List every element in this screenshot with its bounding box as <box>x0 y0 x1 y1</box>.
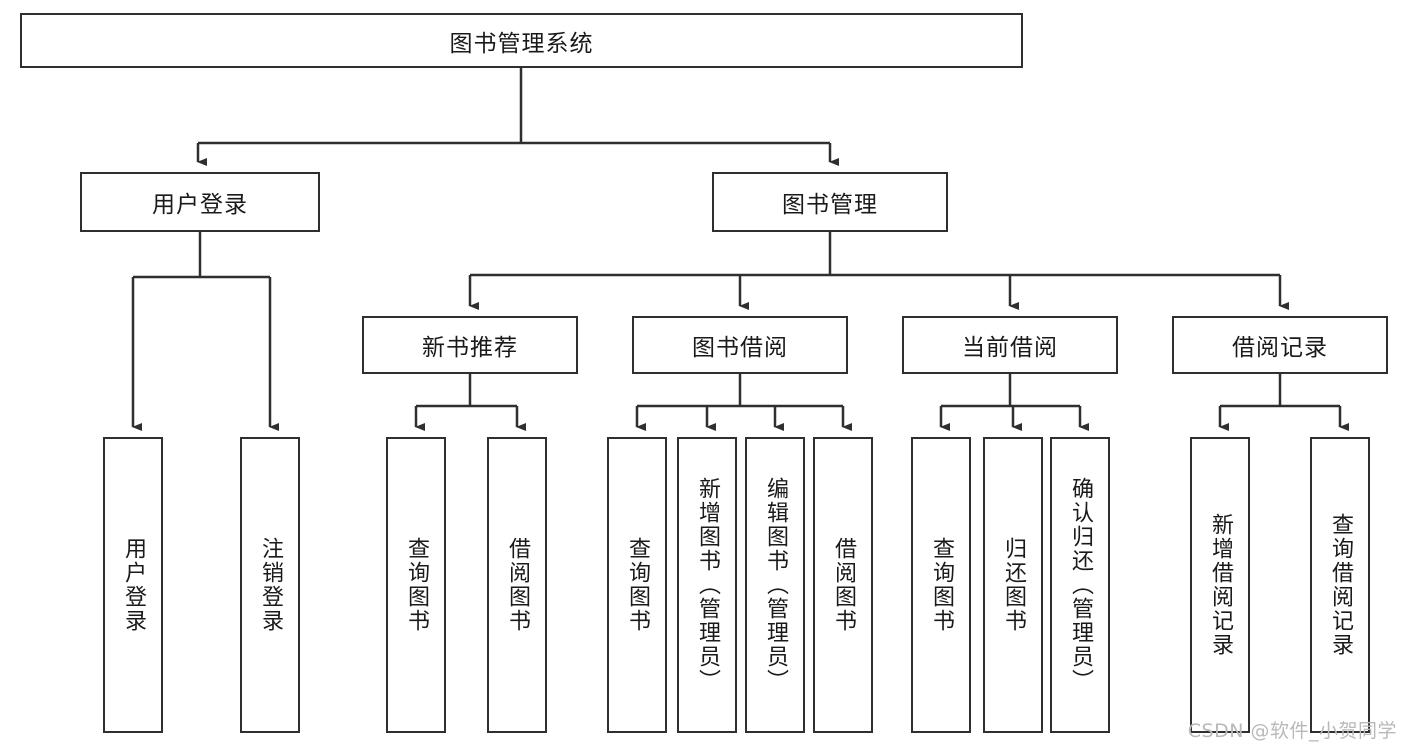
node-leaf-user-login-label: 用户登录 <box>120 537 146 633</box>
node-leaf-edit-book-label: 编辑图书（管理员） <box>762 477 788 693</box>
node-leaf-query-book-2-label: 查询图书 <box>624 537 650 633</box>
node-leaf-query-book-1-label: 查询图书 <box>403 537 429 633</box>
node-borrow-record-label: 借阅记录 <box>1232 335 1328 361</box>
node-root-label: 图书管理系统 <box>449 30 594 57</box>
node-borrow-record[interactable]: 借阅记录 <box>1172 316 1388 374</box>
csdn-watermark: CSDN @软件_小贺同学 <box>1187 720 1397 742</box>
node-book-borrow-label: 图书借阅 <box>692 335 788 361</box>
node-leaf-add-record[interactable]: 新增借阅记录 <box>1190 437 1250 733</box>
node-leaf-return-book-label: 归还图书 <box>1000 537 1026 633</box>
node-leaf-borrow-book-2-label: 借阅图书 <box>830 537 856 633</box>
node-leaf-add-book[interactable]: 新增图书（管理员） <box>677 437 737 733</box>
node-current-borrow[interactable]: 当前借阅 <box>902 316 1118 374</box>
node-current-borrow-label: 当前借阅 <box>962 335 1058 361</box>
node-leaf-add-record-label: 新增借阅记录 <box>1207 513 1233 657</box>
node-leaf-edit-book[interactable]: 编辑图书（管理员） <box>745 437 805 733</box>
node-book-manage[interactable]: 图书管理 <box>712 172 948 232</box>
node-leaf-logout[interactable]: 注销登录 <box>240 437 300 733</box>
node-leaf-user-login[interactable]: 用户登录 <box>103 437 163 733</box>
node-root[interactable]: 图书管理系统 <box>20 13 1023 68</box>
node-leaf-add-book-label: 新增图书（管理员） <box>694 477 720 693</box>
node-leaf-logout-label: 注销登录 <box>257 537 283 633</box>
node-user-login[interactable]: 用户登录 <box>80 172 320 232</box>
node-leaf-query-book-3[interactable]: 查询图书 <box>911 437 971 733</box>
node-book-manage-label: 图书管理 <box>782 192 878 218</box>
node-leaf-borrow-book-2[interactable]: 借阅图书 <box>813 437 873 733</box>
node-user-login-label: 用户登录 <box>152 192 248 218</box>
node-leaf-confirm-return[interactable]: 确认归还（管理员） <box>1050 437 1110 733</box>
node-leaf-borrow-book-1[interactable]: 借阅图书 <box>487 437 547 733</box>
node-leaf-query-book-3-label: 查询图书 <box>928 537 954 633</box>
node-leaf-query-record-label: 查询借阅记录 <box>1327 513 1353 657</box>
node-leaf-query-book-2[interactable]: 查询图书 <box>607 437 667 733</box>
node-leaf-borrow-book-1-label: 借阅图书 <box>504 537 530 633</box>
node-leaf-query-record[interactable]: 查询借阅记录 <box>1310 437 1370 733</box>
node-leaf-return-book[interactable]: 归还图书 <box>983 437 1043 733</box>
node-leaf-query-book-1[interactable]: 查询图书 <box>386 437 446 733</box>
node-new-book-rec-label: 新书推荐 <box>422 335 518 361</box>
node-book-borrow[interactable]: 图书借阅 <box>632 316 848 374</box>
node-new-book-rec[interactable]: 新书推荐 <box>362 316 578 374</box>
node-leaf-confirm-return-label: 确认归还（管理员） <box>1067 477 1093 693</box>
